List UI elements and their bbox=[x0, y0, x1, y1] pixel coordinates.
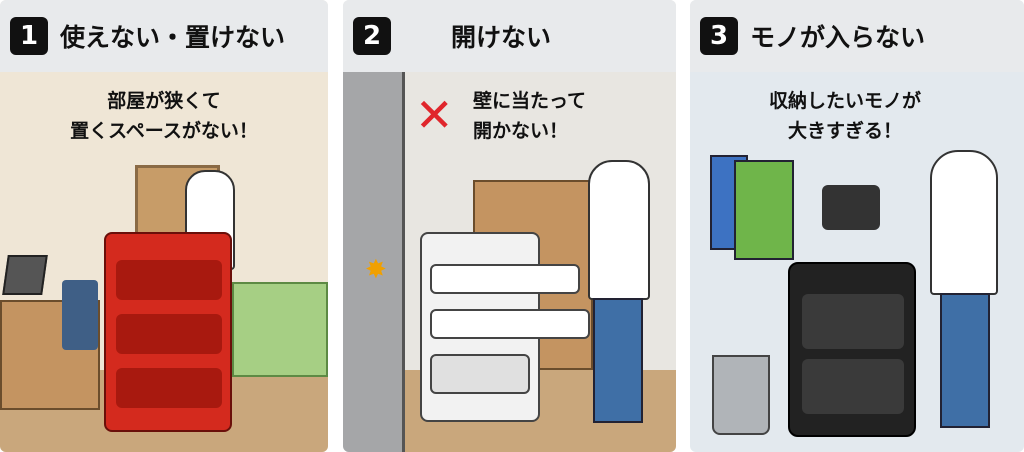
pencil-cup bbox=[712, 355, 770, 435]
panel-caption: 壁に当たって 開かない！ bbox=[473, 86, 586, 146]
chair bbox=[62, 280, 98, 350]
panel-header: 2 開けない bbox=[343, 0, 676, 72]
panel-number: 2 bbox=[353, 17, 391, 55]
caption-line: 置くスペースがない！ bbox=[70, 120, 258, 142]
caption-line: 壁に当たって bbox=[473, 90, 587, 112]
panel-caption: 部屋が狭くて 置くスペースがない！ bbox=[0, 86, 328, 146]
panel-caption: 収納したいモノが 大きすぎる！ bbox=[730, 86, 960, 146]
panel-title: 開けない bbox=[451, 23, 552, 52]
panel-number: 1 bbox=[10, 17, 48, 55]
panel-2: 2 開けない ✕ 壁に当たって 開かない！ ✸ bbox=[343, 0, 676, 452]
white-cart bbox=[420, 232, 590, 422]
laptop-icon bbox=[2, 255, 48, 295]
binder-green bbox=[734, 160, 794, 260]
bed bbox=[232, 282, 328, 377]
impact-icon: ✸ bbox=[365, 255, 387, 285]
person-legs bbox=[593, 298, 643, 423]
panel-header: 1 使えない・置けない bbox=[0, 0, 328, 72]
panel-header: 3 モノが入らない bbox=[690, 0, 1024, 72]
person bbox=[930, 150, 998, 295]
panel-number: 3 bbox=[700, 17, 738, 55]
panel-1: 1 使えない・置けない 部屋が狭くて 置くスペースがない！ bbox=[0, 0, 328, 452]
wall bbox=[343, 72, 405, 452]
person bbox=[588, 160, 650, 300]
caption-line: 部屋が狭くて bbox=[107, 90, 221, 112]
panel-title: 使えない・置けない bbox=[60, 23, 286, 52]
caption-line: 開かない！ bbox=[473, 120, 569, 142]
caption-line: 大きすぎる！ bbox=[787, 120, 902, 142]
camera-icon bbox=[822, 185, 880, 230]
panel-3: 3 モノが入らない 収納したいモノが 大きすぎる！ bbox=[690, 0, 1024, 452]
black-cart bbox=[788, 262, 916, 437]
red-cart bbox=[104, 232, 232, 432]
caption-line: 収納したいモノが bbox=[768, 90, 921, 112]
person-legs bbox=[940, 293, 990, 428]
x-mark-icon: ✕ bbox=[415, 88, 454, 142]
panel-title: モノが入らない bbox=[750, 23, 926, 52]
